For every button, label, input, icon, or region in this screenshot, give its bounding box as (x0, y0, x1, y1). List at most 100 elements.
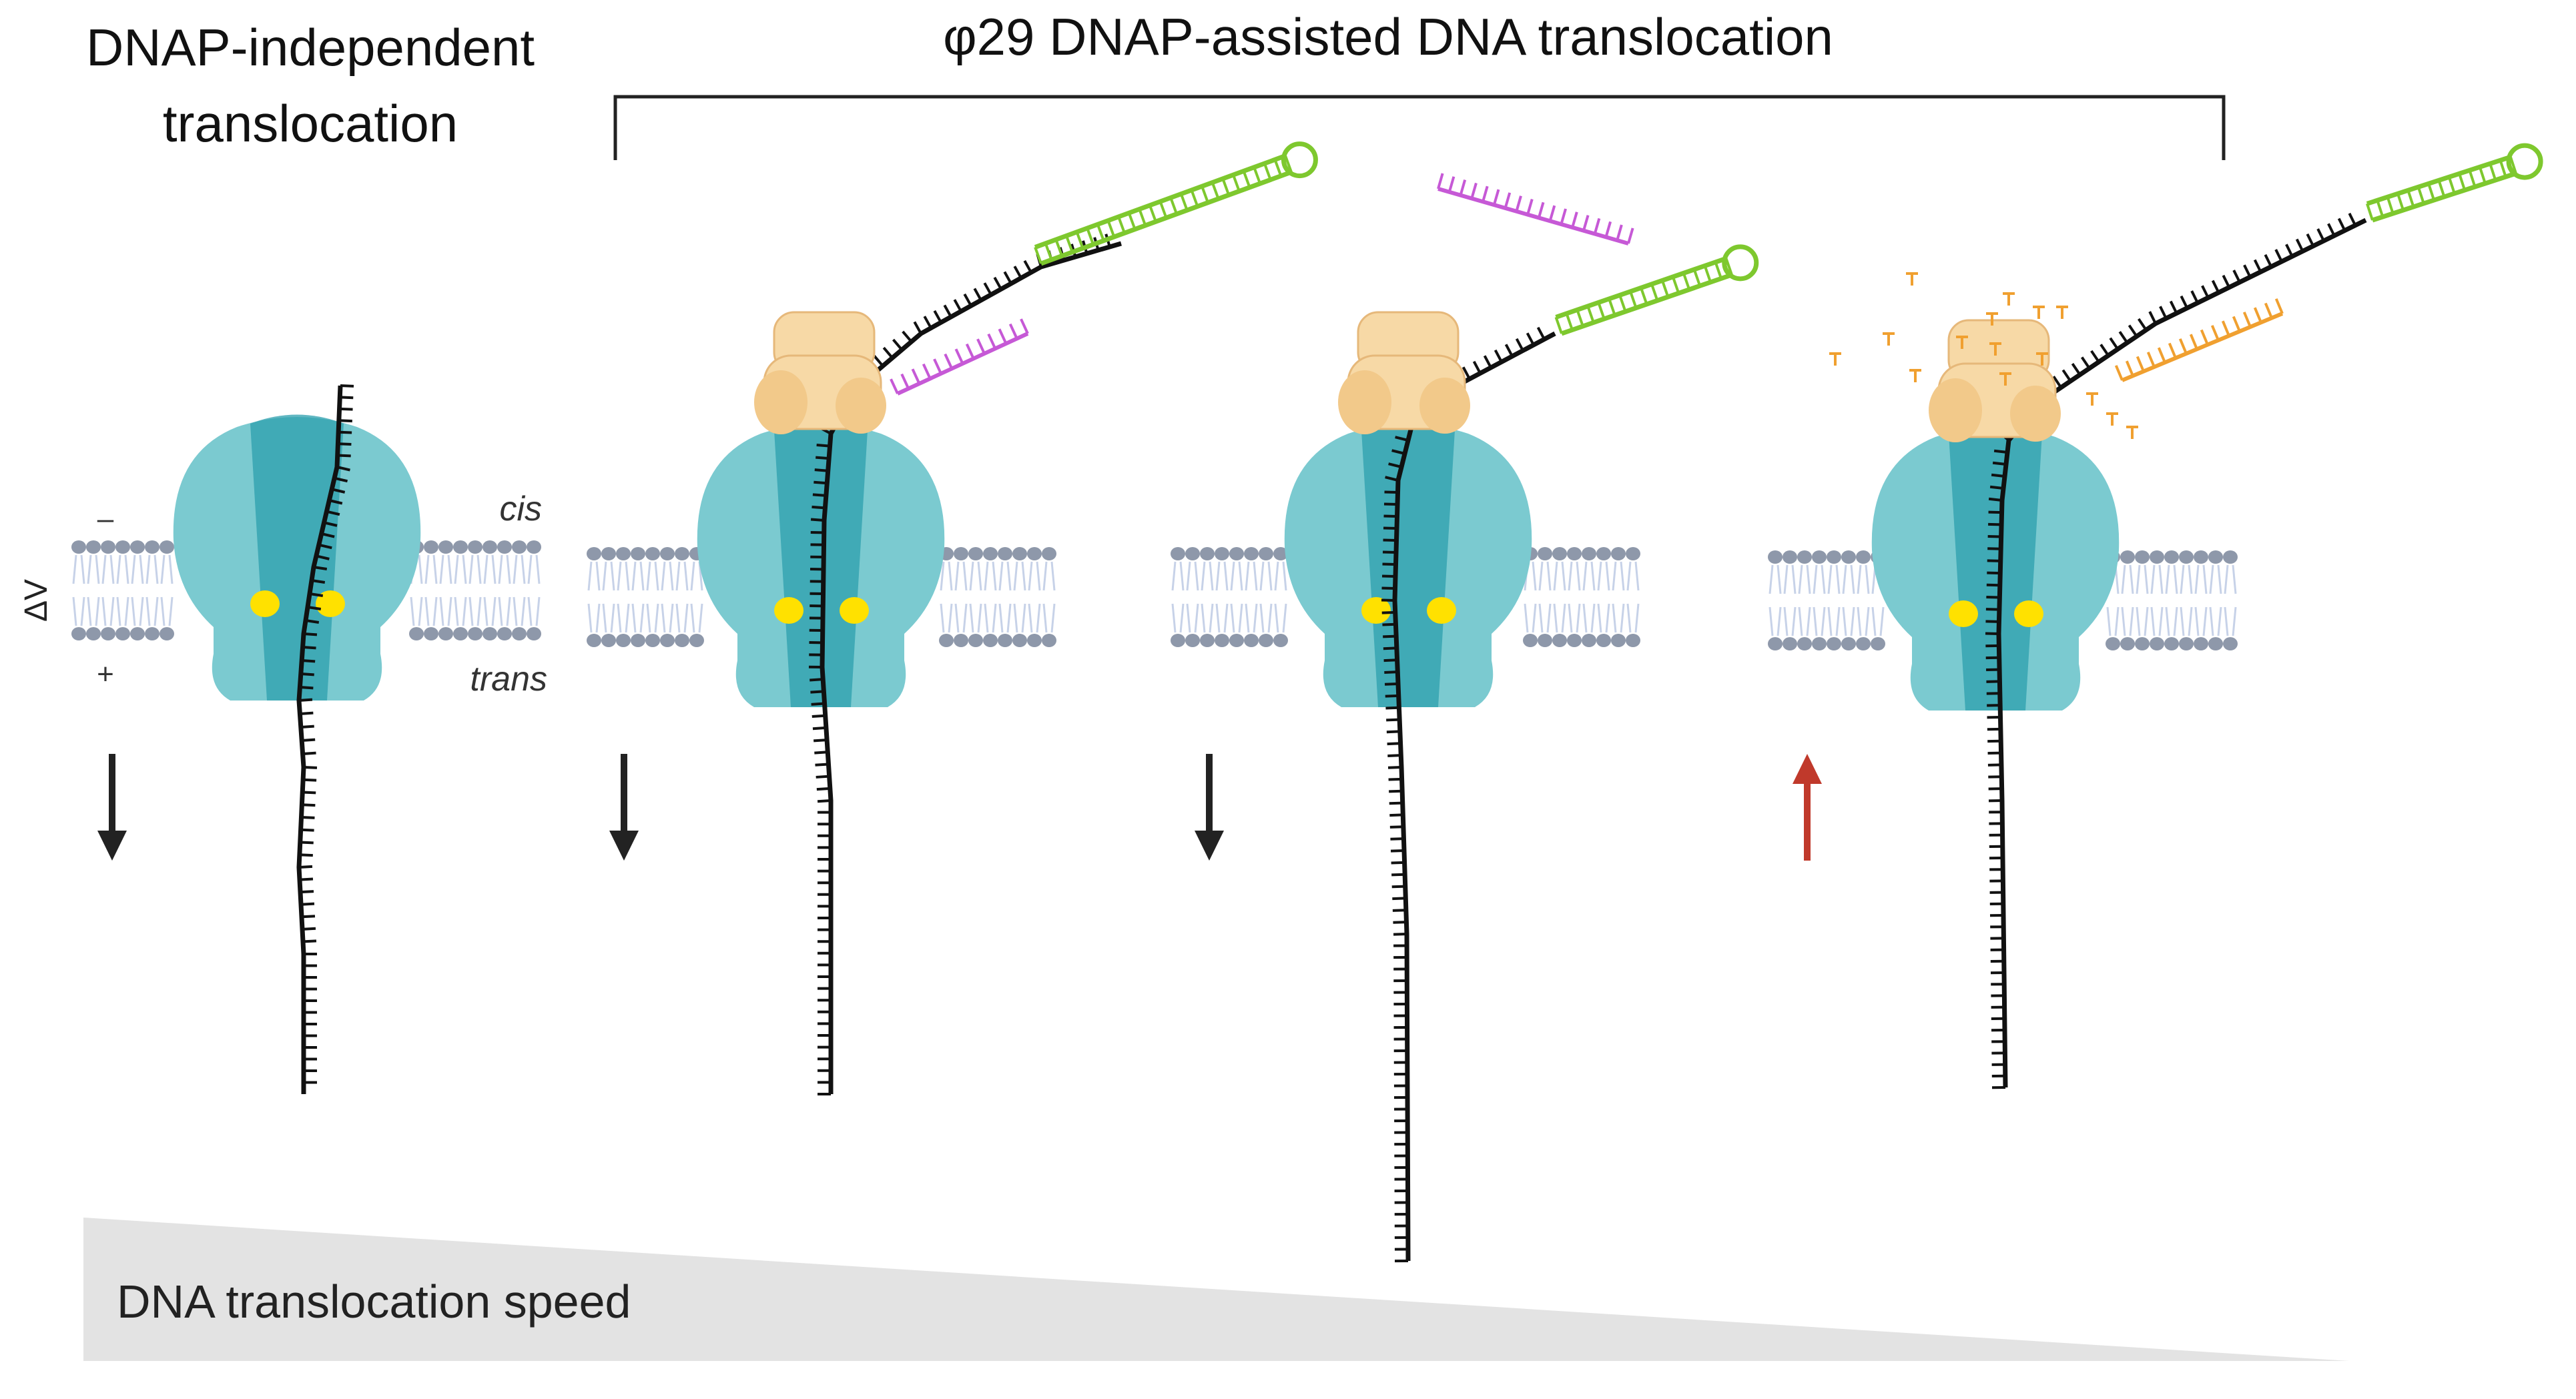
lipid-head (1259, 547, 1273, 560)
lipid-head (1783, 637, 1797, 650)
polymerases (754, 272, 2138, 442)
lipid-head (1229, 547, 1244, 560)
nucleotide-12 (2126, 426, 2138, 439)
lipid-head (424, 540, 438, 554)
dnap-1 (754, 311, 886, 434)
dna-strand-0 (296, 384, 354, 1094)
dnap-3 (1929, 319, 2061, 442)
lipid-head (1538, 547, 1552, 560)
lipid-head (1582, 634, 1596, 647)
nucleotide-4 (1956, 336, 1968, 349)
nucleotide-0 (1829, 352, 1841, 366)
lipid-head (2179, 550, 2194, 564)
lipid-head (71, 627, 86, 640)
translocation-arrow-1 (609, 754, 639, 861)
constriction-dot (1949, 600, 1978, 627)
lipid-head (1856, 637, 1871, 650)
lipid-head (1827, 550, 1841, 564)
released-oligo (1437, 173, 1634, 246)
lipid-head (1783, 550, 1797, 564)
constriction-dot (774, 597, 803, 624)
nucleotide-2 (1906, 272, 1918, 286)
lipid-head (1582, 547, 1596, 560)
nucleotide-8 (2056, 306, 2068, 319)
lipid-head (1012, 547, 1027, 560)
lipid-head (424, 627, 438, 640)
lipid-head (1552, 547, 1567, 560)
lipid-head (1273, 547, 1288, 560)
membrane-0 (71, 540, 541, 640)
constriction-dot (1427, 597, 1456, 624)
lipid-head (101, 540, 115, 554)
lipid-head (1042, 634, 1056, 647)
membranes (71, 540, 2238, 650)
nucleotide-13 (1999, 372, 2011, 386)
assisted-bracket (613, 95, 2226, 160)
pore-channel (1949, 424, 2042, 711)
lipid-head (1552, 634, 1567, 647)
lipid-head (86, 627, 101, 640)
lipid-head (512, 627, 527, 640)
lipid-head (1856, 550, 1871, 564)
lipid-head (616, 634, 631, 647)
translocation-arrow-2 (1195, 754, 1224, 861)
lipid-head (1244, 547, 1259, 560)
lipid-head (1841, 550, 1856, 564)
lipid-head (1185, 634, 1200, 647)
nucleotide-5 (1986, 312, 1998, 326)
lipid-head (1596, 634, 1611, 647)
nucleotide-11 (2106, 412, 2118, 426)
dnap-lobe (1929, 378, 1982, 442)
lipid-head (660, 634, 675, 647)
lipid-head (1626, 547, 1640, 560)
lipid-head (1185, 547, 1200, 560)
lipid-head (1012, 634, 1027, 647)
lipid-head (1027, 547, 1042, 560)
lipid-head (2208, 637, 2223, 650)
lipid-head (2135, 550, 2150, 564)
lipid-head (1871, 637, 1885, 650)
lipid-head (587, 634, 601, 647)
lipid-head (1596, 547, 1611, 560)
lipid-head (2208, 550, 2223, 564)
lipid-head (527, 540, 541, 554)
lipid-head (1827, 637, 1841, 650)
lipid-head (1611, 634, 1626, 647)
lipid-head (1538, 634, 1552, 647)
translocation-arrow-0 (97, 754, 127, 861)
pore-channel (774, 421, 868, 707)
lipid-head (616, 547, 631, 560)
lipid-head (1797, 637, 1812, 650)
lipid-head (512, 540, 527, 554)
lipid-head (587, 547, 601, 560)
lipid-head (1812, 637, 1827, 650)
lipid-head (159, 540, 174, 554)
hairpin-loop (2506, 143, 2543, 180)
lipid-head (2120, 637, 2135, 650)
dnap-lobe (1419, 378, 1470, 434)
lipid-head (1812, 550, 1827, 564)
speed-label: DNA translocation speed (117, 1276, 631, 1328)
nucleotide-1 (1883, 332, 1895, 346)
lipid-head (998, 547, 1012, 560)
lipid-head (983, 547, 998, 560)
lipid-head (1611, 547, 1626, 560)
lipid-head (1171, 547, 1185, 560)
lipid-head (675, 634, 689, 647)
lipid-head (645, 547, 660, 560)
cis-label: cis (499, 490, 542, 528)
lipid-head (983, 634, 998, 647)
dna-strand-3 (1985, 212, 2367, 1089)
constriction-dot (2014, 600, 2043, 627)
minus-sign: – (97, 502, 114, 535)
lipid-head (453, 627, 468, 640)
voltage-label: ΔV (19, 579, 54, 622)
nucleotide-7 (2033, 306, 2045, 319)
trans-label: trans (470, 660, 547, 698)
lipid-head (1171, 634, 1185, 647)
lipid-head (631, 634, 645, 647)
independent-title-line2: translocation (163, 94, 458, 153)
direction-arrows (97, 754, 1822, 861)
lipid-head (2179, 637, 2194, 650)
